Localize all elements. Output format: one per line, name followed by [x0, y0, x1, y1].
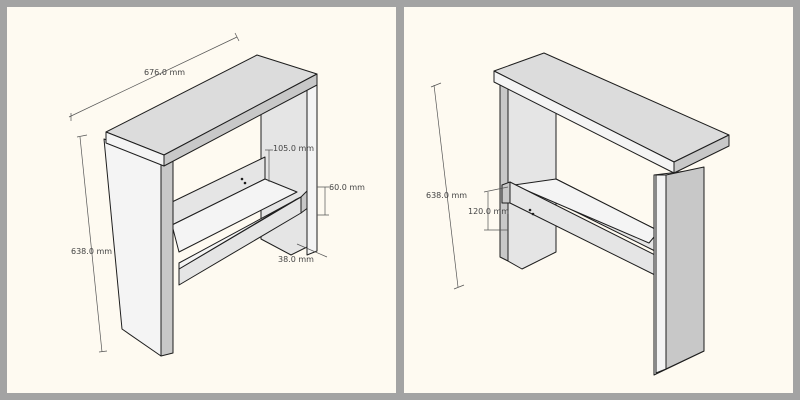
shelf-drop-label: 105.0 mm — [273, 144, 315, 153]
width-dimension-line — [68, 32, 240, 121]
height-dimension-line — [76, 134, 108, 353]
front-rail-top — [178, 196, 302, 270]
screw-hole — [243, 181, 247, 185]
left-side-panel-edge — [160, 158, 174, 357]
width-label: 676.0 mm — [144, 68, 186, 77]
right-view-panel: 638.0 mm 120.0 mm — [404, 7, 793, 393]
right-table-drawing — [430, 52, 730, 376]
rail-height-label: 120.0 mm — [468, 207, 510, 216]
screw-hole — [528, 208, 532, 212]
rail-depth-label: 38.0 mm — [278, 255, 314, 264]
rail-height-dimension-line — [317, 186, 329, 216]
top-board-side — [163, 73, 318, 167]
right-side-panel-edge — [665, 166, 705, 370]
shelf-drop-dimension-line — [265, 149, 273, 182]
height-label: 638.0 mm — [426, 191, 468, 200]
rail-height-label: 60.0 mm — [329, 183, 365, 192]
rail-height-dimension-line — [483, 186, 509, 231]
left-side-panel — [103, 138, 162, 357]
left-view-panel: 676.0 mm 638.0 mm 105.0 mm 60.0 mm 38.0 … — [7, 7, 396, 393]
top-board-side — [673, 134, 730, 174]
height-label: 638.0 mm — [71, 247, 113, 256]
height-dimension-line — [430, 82, 465, 290]
back-left-leg — [507, 84, 557, 270]
shelf-top — [171, 178, 298, 253]
right-side-panel-front — [655, 174, 667, 374]
rail-depth-dimension-line — [296, 243, 328, 258]
left-table-drawing — [68, 32, 329, 357]
screw-hole — [531, 212, 535, 216]
front-right-leg — [306, 80, 318, 256]
back-left-leg-edge — [499, 81, 509, 262]
front-rail-end — [501, 181, 511, 204]
screw-hole — [240, 177, 244, 181]
